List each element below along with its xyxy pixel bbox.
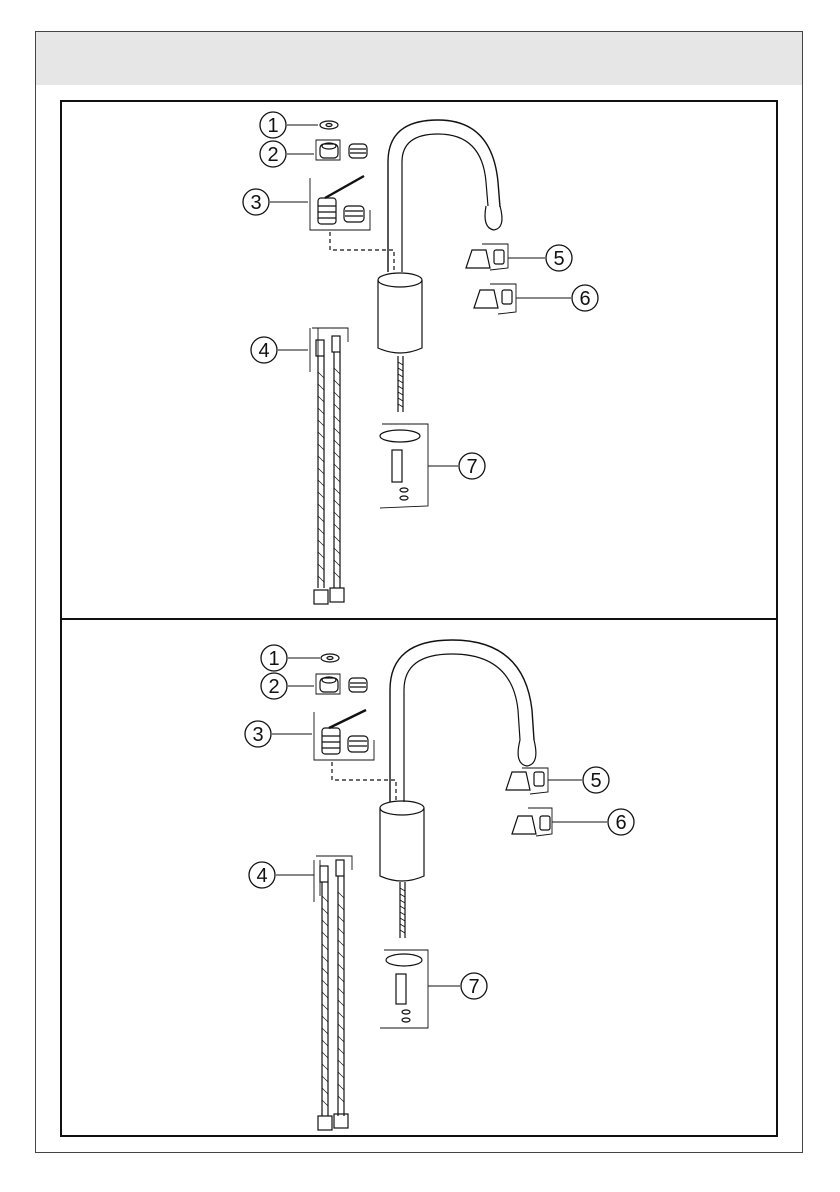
callout-2-number: 2 — [267, 144, 278, 166]
callout-4-number: 4 — [258, 340, 269, 362]
callout-7-number: 7 — [468, 976, 479, 998]
spout-tip — [485, 206, 502, 230]
callout-6-number: 6 — [579, 288, 590, 310]
faucet-body — [380, 808, 424, 881]
callout-1-number: 1 — [267, 115, 278, 137]
header-band — [36, 32, 802, 85]
faucet-body — [378, 280, 422, 353]
diagram-panel-top: 1 2 3 4 5 6 7 — [60, 100, 778, 620]
callout-5-number: 5 — [553, 248, 564, 270]
callout-4-number: 4 — [256, 865, 267, 887]
spout-tip — [518, 740, 536, 766]
callout-2-number: 2 — [268, 676, 279, 698]
diagram-panel-bottom: 1 2 3 4 5 6 7 — [60, 618, 778, 1137]
callout-3-number: 3 — [252, 724, 263, 746]
callout-7-number: 7 — [466, 456, 477, 478]
spout-gooseneck — [388, 120, 500, 272]
callout-6-number: 6 — [615, 812, 626, 834]
spout-gooseneck — [390, 640, 534, 802]
callout-5-number: 5 — [590, 770, 601, 792]
callout-1-number: 1 — [268, 648, 279, 670]
exploded-view-bottom: 1 2 3 4 5 6 7 — [62, 620, 776, 1135]
callout-3-number: 3 — [250, 192, 261, 214]
exploded-view-top: 1 2 3 4 5 6 7 — [62, 102, 776, 618]
